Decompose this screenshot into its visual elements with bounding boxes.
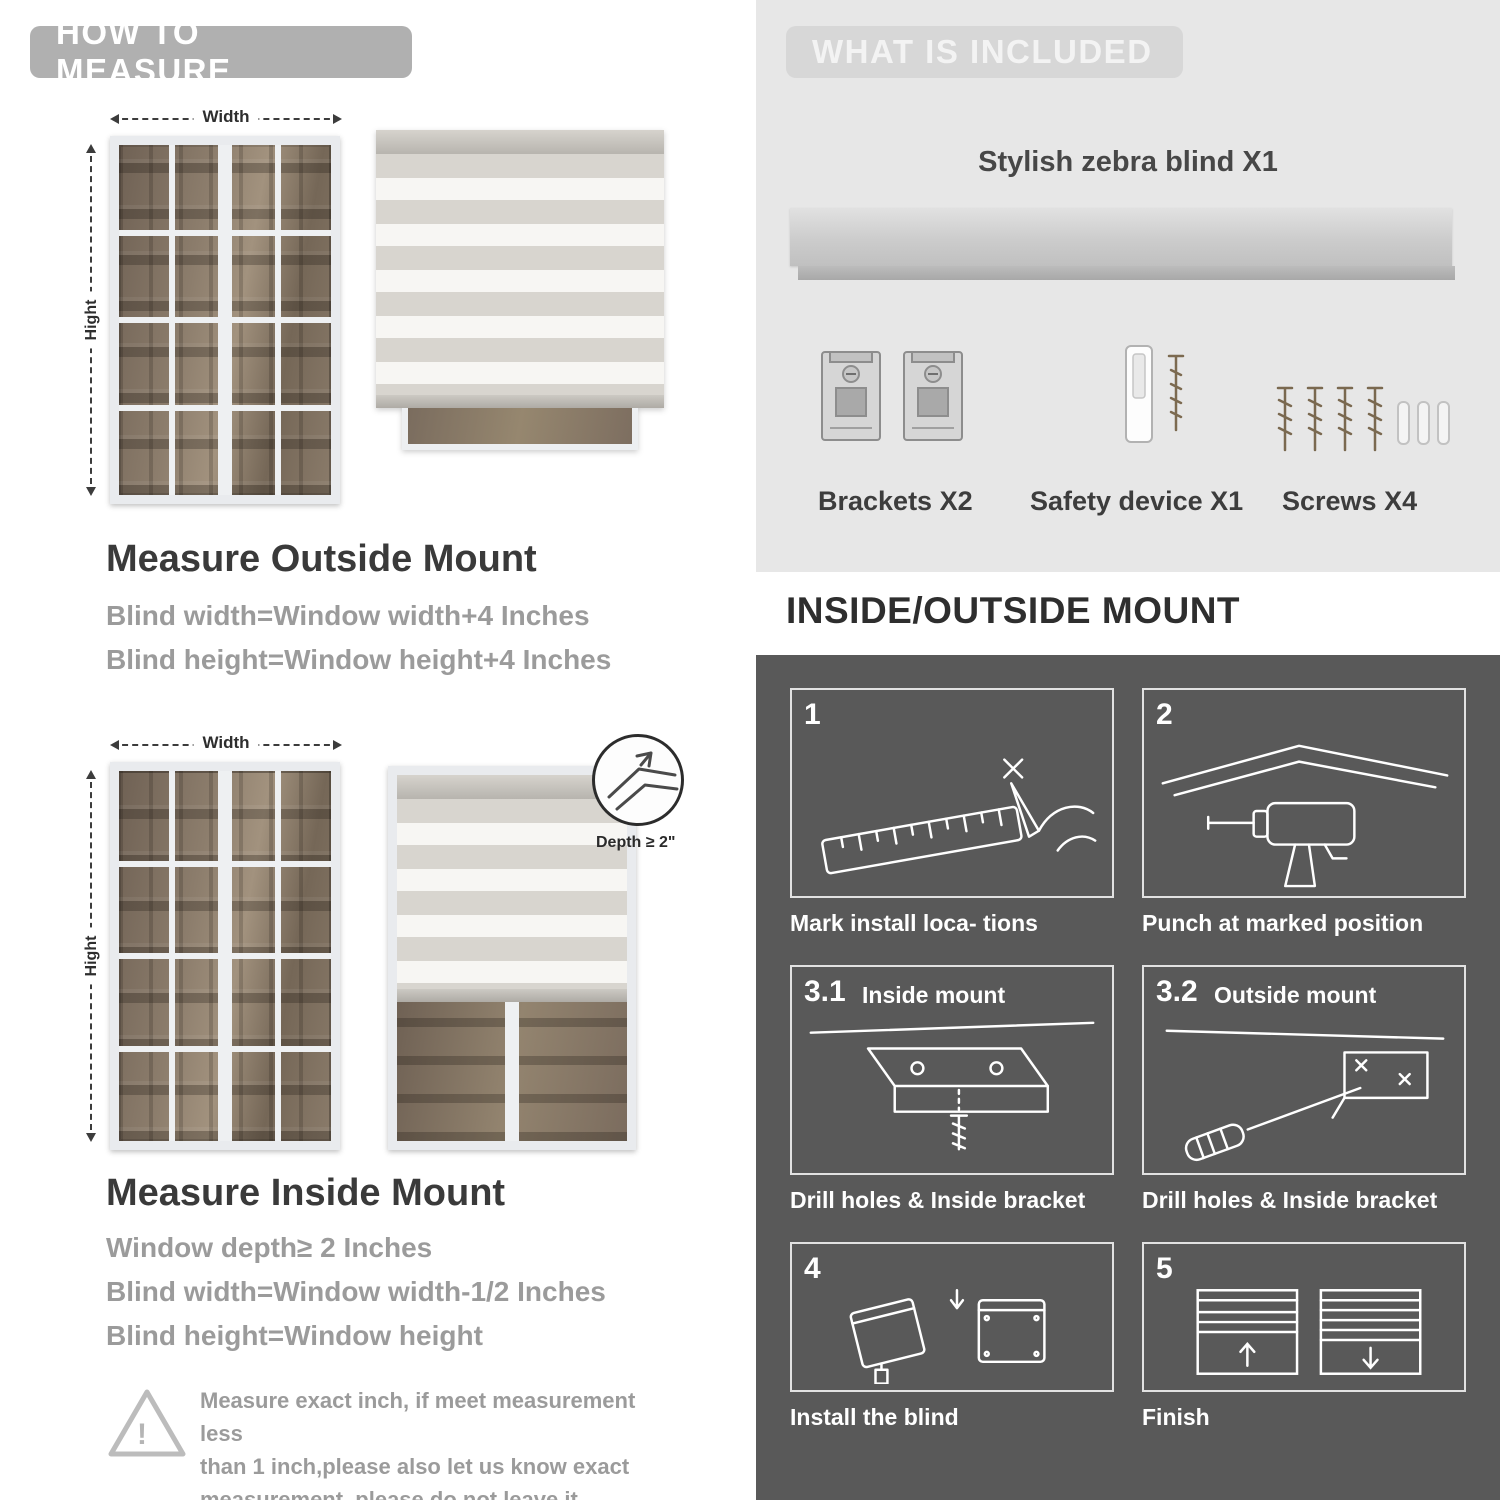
inside-mount-line-2: Blind width=Window width-1/2 Inches [106, 1276, 606, 1307]
finish-illustration [1150, 1280, 1458, 1384]
window-mullion [119, 229, 331, 236]
depth-detail-callout [592, 734, 684, 826]
blind-stripes [376, 154, 664, 395]
width-label-inside: Width [193, 733, 259, 753]
step-caption: Mark install loca- tions [790, 910, 1038, 936]
step-caption: Finish [1142, 1404, 1210, 1430]
step-sublabel: Outside mount [1214, 982, 1377, 1008]
mount-step-2: 2 Punch [1142, 688, 1466, 937]
outside-mount-heading: Measure Outside Mount [106, 538, 537, 580]
measure-note-text: Measure exact inch, if meet measurement … [200, 1388, 636, 1500]
height-label-outside: Hight [83, 291, 101, 349]
width-arrow-outside: Width [110, 107, 342, 127]
step-number: 3.2 [1156, 975, 1198, 1008]
mount-step-5: 5 Finish [1142, 1242, 1466, 1431]
inside-mount-line-1: Window depth≥ 2 Inches [106, 1232, 433, 1263]
step-number: 2 [1156, 698, 1173, 731]
zebra-blind-headrail-image [790, 208, 1455, 280]
mount-step-3-2: 3.2 Outside mount [1142, 965, 1466, 1214]
step-box: 3.1 Inside mount [790, 965, 1114, 1175]
step-caption: Punch at marked position [1142, 910, 1424, 936]
safety-device-label: Safety device X1 [1030, 486, 1244, 516]
window-corner-detail [607, 751, 679, 811]
outside-mount-line-1: Blind width=Window width+4 Inches [106, 600, 590, 631]
mount-step-1: 1 M [790, 688, 1114, 937]
inside-mount-line-3: Blind height=Window height [106, 1320, 483, 1351]
zebra-blind-illustration-inside [388, 766, 636, 1150]
drill-illustration [1150, 732, 1458, 890]
window-lower-panes [397, 1001, 627, 1141]
window-illustration-inside [110, 762, 340, 1150]
step-number: 4 [804, 1252, 821, 1285]
window-mullion [119, 404, 331, 411]
mark-locations-illustration [798, 732, 1106, 890]
outside-bracket-illustration [1150, 1009, 1458, 1167]
blind-on-window [397, 775, 627, 1002]
mount-step-4: 4 [790, 1242, 1114, 1431]
height-arrow-inside: Hight [83, 770, 101, 1142]
step-number: 5 [1156, 1252, 1173, 1285]
screws-label: Screws X4 [1282, 486, 1418, 516]
screws-image [1276, 386, 1450, 452]
window-mullion [119, 1045, 331, 1052]
what-is-included-banner: WHAT IS INCLUDED [786, 26, 1183, 78]
window-mullion [119, 953, 331, 959]
step-number: 3.1 [804, 975, 846, 1008]
window-mullion [119, 860, 331, 867]
blind-bottom-rail [397, 988, 627, 1002]
mount-steps-grid: 1 M [790, 688, 1466, 1431]
zebra-blind-illustration-outside [376, 130, 664, 450]
warning-exclamation: ! [137, 1418, 147, 1451]
how-to-measure-banner: HOW TO MEASURE [30, 14, 412, 89]
blind-cassette [376, 130, 664, 154]
warning-triangle-icon [108, 1389, 186, 1457]
window-illustration-outside [110, 136, 340, 504]
safety-device-image [1125, 345, 1185, 443]
outside-mount-line-2: Blind height=Window height+4 Inches [106, 644, 612, 675]
window-mullion [505, 1001, 519, 1141]
mount-guide-panel [756, 655, 1500, 1500]
step-box: 3.2 Outside mount [1142, 965, 1466, 1175]
included-panel [756, 0, 1500, 572]
window-mullion [119, 317, 331, 323]
install-blind-illustration [798, 1280, 1106, 1385]
included-blind-label: Stylish zebra blind X1 [978, 146, 1278, 178]
step-caption: Drill holes & Inside bracket [790, 1187, 1086, 1213]
step-box: 2 [1142, 688, 1466, 898]
width-label-outside: Width [193, 107, 259, 127]
step-box: 4 [790, 1242, 1114, 1392]
step-sublabel: Inside mount [862, 982, 1006, 1008]
blind-stripes [397, 799, 627, 989]
brackets-label: Brackets X2 [818, 486, 973, 516]
window-peek [402, 408, 638, 450]
blind-cassette [397, 775, 627, 799]
height-label-inside: Hight [83, 927, 101, 985]
inside-bracket-illustration [798, 1009, 1106, 1167]
mount-guide-heading: INSIDE/OUTSIDE MOUNT [786, 590, 1241, 631]
depth-requirement-label: Depth ≥ 2" [596, 834, 676, 851]
height-arrow-outside: Hight [83, 144, 101, 496]
step-number: 1 [804, 698, 821, 731]
blind-bottom-rail [376, 395, 664, 408]
width-arrow-inside: Width [110, 733, 342, 753]
step-box: 1 [790, 688, 1114, 898]
step-box: 5 [1142, 1242, 1466, 1392]
brackets-image [821, 351, 963, 441]
mount-step-3-1: 3.1 Inside mount Drill [790, 965, 1114, 1214]
step-caption: Install the blind [790, 1404, 959, 1430]
step-caption: Drill holes & Inside bracket [1142, 1187, 1438, 1213]
inside-mount-heading: Measure Inside Mount [106, 1172, 506, 1214]
